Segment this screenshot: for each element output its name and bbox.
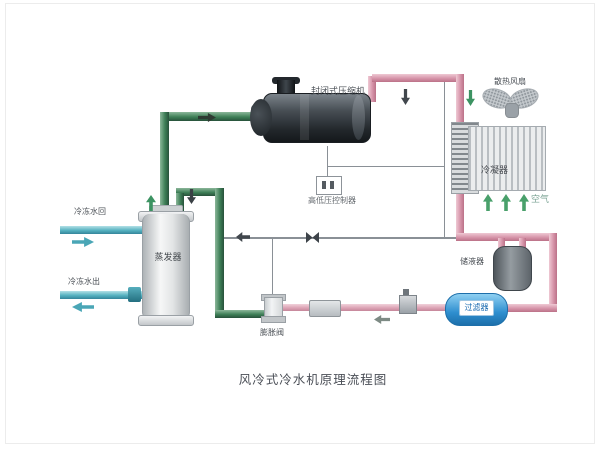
water-pipe-fitting [128,287,141,302]
filter-out-arrow-icon [374,315,390,324]
chilled-water-supply-pipe [60,291,144,299]
receiver-header-pipe [456,233,557,241]
compressor-label: 封闭式压缩机 [311,87,366,97]
evaporator-label: 蒸发器 [154,253,182,263]
air-flow-arrow-3-icon [519,194,529,211]
expansion-outlet-pipe [215,310,266,318]
fan-hub-icon [505,103,519,118]
receiver-label: 储液器 [460,257,484,266]
water-supply-arrow-icon [72,302,94,312]
chilled-water-supply-label: 冷冻水出 [68,277,100,286]
discharge-pipe-top [372,74,464,82]
air-label: 空气 [531,195,550,205]
expansion-valve-bottom-flange [261,316,286,323]
condenser-body [468,126,546,191]
pressure-controller-box [316,176,342,195]
compressor-end-ring [352,95,365,140]
right-down-pipe [549,233,557,312]
controller-wire-to-compressor [327,146,328,177]
sight-glass-body [309,300,341,317]
condenser-label: 冷凝器 [481,166,509,176]
condenser-in-arrow-icon [466,90,475,106]
stop-valve-stem [403,289,409,296]
suction-pipe-riser [160,112,169,213]
controller-label: 高低压控制器 [308,196,356,205]
receiver-stub-left [498,238,505,250]
controller-indicator-left [322,181,326,189]
discharge-pipe-riser [368,76,376,102]
compressor-top-port [277,80,295,96]
image-border [5,3,595,444]
fan-label: 散热风扇 [494,77,526,86]
evaporator-inlet-stub [176,193,184,215]
compressor-front-cap [250,99,272,136]
controller-wire-horizontal [327,166,444,167]
evaporator-shell [142,214,190,320]
evaporator-in-arrow-icon [187,189,196,204]
filter-label: 过滤器 [459,300,494,316]
expansion-valve-label: 膨胀阀 [260,328,284,337]
compressor-body-seam [300,94,309,140]
controller-indicator-right [330,181,334,189]
expansion-outlet-riser [215,188,224,318]
liquid-line-valve-icon [306,232,319,243]
evaporator-inlet-header [176,188,224,196]
liquid-flow-arrow-icon [236,232,250,242]
chilled-water-return-label: 冷冻水回 [74,207,106,216]
filter-inlet-pipe [499,304,557,312]
liquid-pipe-to-valve [282,304,450,311]
discharge-flow-arrow-icon [401,89,410,105]
chilled-water-return-pipe [60,226,144,234]
diagram-caption: 风冷式冷水机原理流程图 [238,372,388,387]
air-flow-arrow-2-icon [501,194,511,211]
receiver-tank [493,246,532,291]
expansion-valve-feed-line [272,239,273,297]
air-flow-arrow-1-icon [483,194,493,211]
controller-wire-to-discharge [444,80,445,237]
evaporator-bottom-flange [138,315,194,326]
suction-flow-arrow-icon [198,113,216,122]
liquid-line [224,237,458,239]
receiver-stub-right [519,238,526,250]
water-return-arrow-icon [72,237,94,247]
evaporator-out-arrow-icon [146,195,156,211]
stop-valve-body [399,295,417,314]
